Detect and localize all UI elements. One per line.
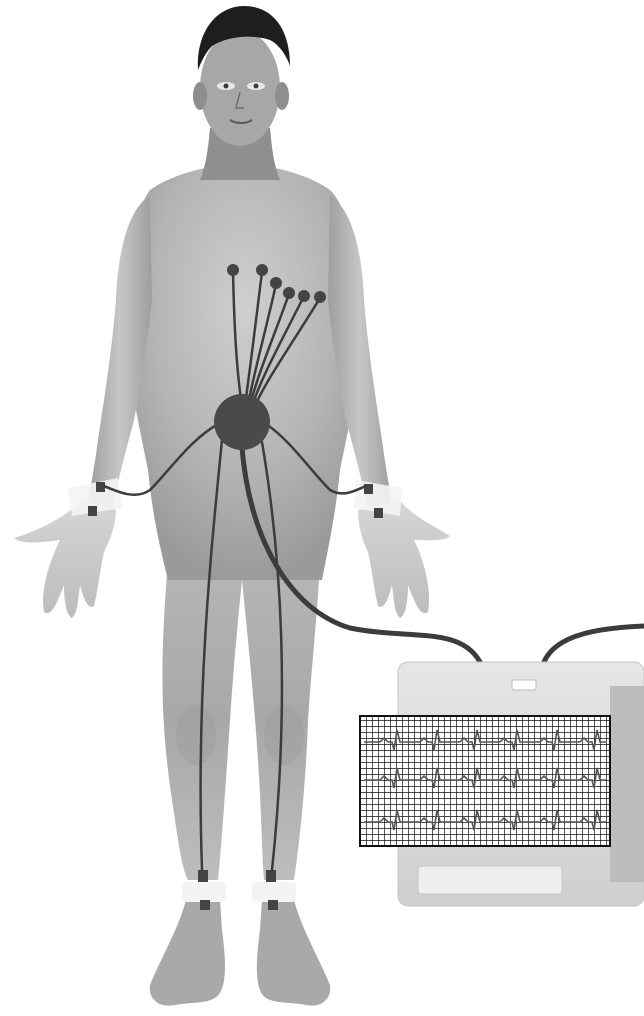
machine-cable-out: [544, 626, 644, 662]
lead-junction-hub: [214, 394, 270, 450]
electrode-v4: [283, 287, 295, 299]
electrode-v3: [270, 277, 282, 289]
left-ear: [193, 82, 207, 110]
machine-handle-slot: [512, 680, 536, 690]
electrode-v1: [227, 264, 239, 276]
human-figure: [14, 6, 450, 1006]
right-ankle-electrode: [266, 870, 276, 882]
right-foot: [257, 900, 330, 1006]
left-arm: [88, 195, 152, 510]
electrode-v5: [298, 290, 310, 302]
machine-label-plate: [418, 866, 562, 894]
left-ankle-electrode: [198, 870, 208, 882]
right-hand: [358, 500, 450, 618]
electrode-v2: [256, 264, 268, 276]
ecg-paper: [360, 716, 610, 846]
electrode-v6: [314, 291, 326, 303]
head: [200, 30, 280, 146]
ecg-machine: [360, 662, 644, 906]
right-ear: [275, 82, 289, 110]
left-foot: [150, 900, 225, 1006]
machine-side-panel: [610, 686, 644, 882]
left-hand: [14, 500, 116, 618]
torso: [126, 162, 362, 580]
